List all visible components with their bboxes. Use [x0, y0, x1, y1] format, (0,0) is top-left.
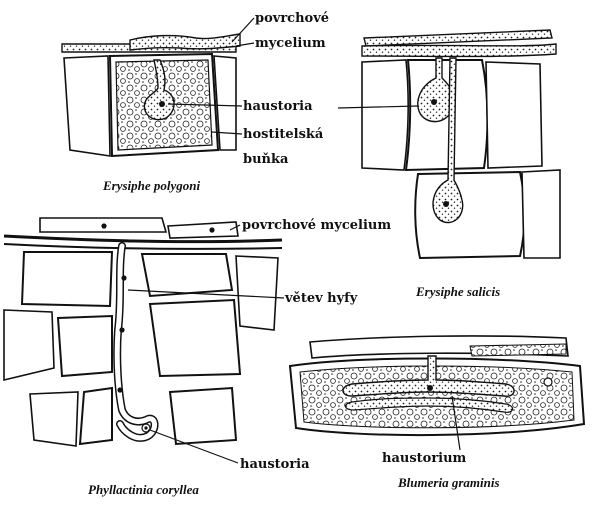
surface-hypha-salicis: [361, 43, 557, 58]
caption-blumeria: Blumeria graminis: [397, 475, 500, 490]
salicis-cell-left: [361, 59, 409, 171]
haustorium-phyllactinia-nucleus: [144, 426, 148, 430]
caption-phyllactinia: Phyllactinia coryllea: [88, 482, 199, 497]
phyll-cell-1: [20, 251, 114, 308]
phyll-cell-8: [168, 386, 238, 446]
erysiphe-polygoni-figure: povrchové mycelium haustoria hostitelská…: [61, 11, 329, 193]
leader-povrchove: [231, 17, 255, 43]
leader-haustorium: [451, 395, 461, 451]
phyll-cell-6: [3, 309, 55, 382]
haustorium-salicis-lower-nucleus: [443, 201, 449, 207]
label-bunka: buňka: [243, 152, 289, 167]
host-nucleus-blumeria: [543, 377, 553, 387]
host-cell-left: [63, 55, 111, 157]
label-mycelium: mycelium: [255, 36, 326, 51]
salicis-cell-lower-right: [521, 169, 561, 259]
surface-hypha: [129, 33, 241, 51]
phyll-cell-3: [235, 255, 279, 331]
label-haustoria-bottom: haustoria: [240, 457, 310, 472]
leader-hostitelska: [211, 131, 243, 135]
surface-mycelium-salicis: [363, 29, 553, 47]
caption-erysiphe-polygoni: Erysiphe polygoni: [102, 178, 201, 193]
host-cell-right: [213, 55, 237, 151]
hypha-nucleus-1: [101, 223, 107, 229]
phyll-cell-5: [148, 298, 242, 378]
surface-hypha-phyllactinia-right: [167, 221, 239, 239]
phyll-cell-9: [29, 391, 79, 447]
label-haustoria-top: haustoria: [243, 99, 313, 114]
blumeria-cell-contents: [299, 365, 575, 429]
leader-vetev-hyfy: [127, 289, 285, 299]
hypha-branch-interior: [114, 243, 157, 441]
erysiphe-salicis-figure: Erysiphe salicis: [337, 29, 561, 299]
branch-nucleus-3: [117, 387, 123, 393]
phyll-cell-4: [56, 314, 113, 378]
leader-salicis-haustoria: [337, 105, 419, 109]
surface-hypha-blumeria-cells: [469, 343, 567, 357]
haustorium-blumeria-lobes: [344, 397, 514, 413]
haustorium-nucleus: [159, 101, 165, 107]
label-hostitelska: hostitelská: [243, 127, 324, 142]
haustorium-salicis-lower: [432, 57, 464, 224]
haustorium-salicis-upper: [417, 57, 455, 123]
leader-haustoria-top: [167, 103, 243, 107]
label-haustorium: haustorium: [382, 451, 467, 466]
leader-mycelium: [235, 42, 255, 47]
label-povrchove: povrchové: [255, 11, 329, 26]
leader-haustoria-bottom: [149, 429, 239, 464]
label-povrchove-mycelium: povrchové mycelium: [242, 218, 391, 233]
epidermis-outer-line: [3, 234, 283, 244]
salicis-cell-lower: [414, 170, 526, 260]
epidermis-inner-line: [3, 243, 283, 250]
haustorium-polygoni: [143, 59, 175, 121]
branch-nucleus-2: [119, 327, 125, 333]
leader-povrchove-mycelium: [229, 224, 241, 231]
phyll-cell-7: [78, 386, 113, 446]
hypha-nucleus-2: [209, 227, 215, 233]
haustorium-blumeria-nucleus: [427, 385, 433, 391]
phyllactinia-figure: povrchové mycelium větev hyfy haustoria …: [3, 217, 391, 497]
blumeria-figure: haustorium Blumeria graminis: [288, 335, 586, 490]
branch-nucleus-1: [121, 275, 127, 281]
caption-erysiphe-salicis: Erysiphe salicis: [415, 284, 500, 299]
haustorium-blumeria: [342, 355, 515, 397]
salicis-cell-right: [485, 61, 543, 169]
label-vetev-hyfy: větev hyfy: [284, 291, 358, 306]
phyll-cell-2: [140, 253, 234, 298]
haustorium-salicis-upper-nucleus: [431, 99, 437, 105]
